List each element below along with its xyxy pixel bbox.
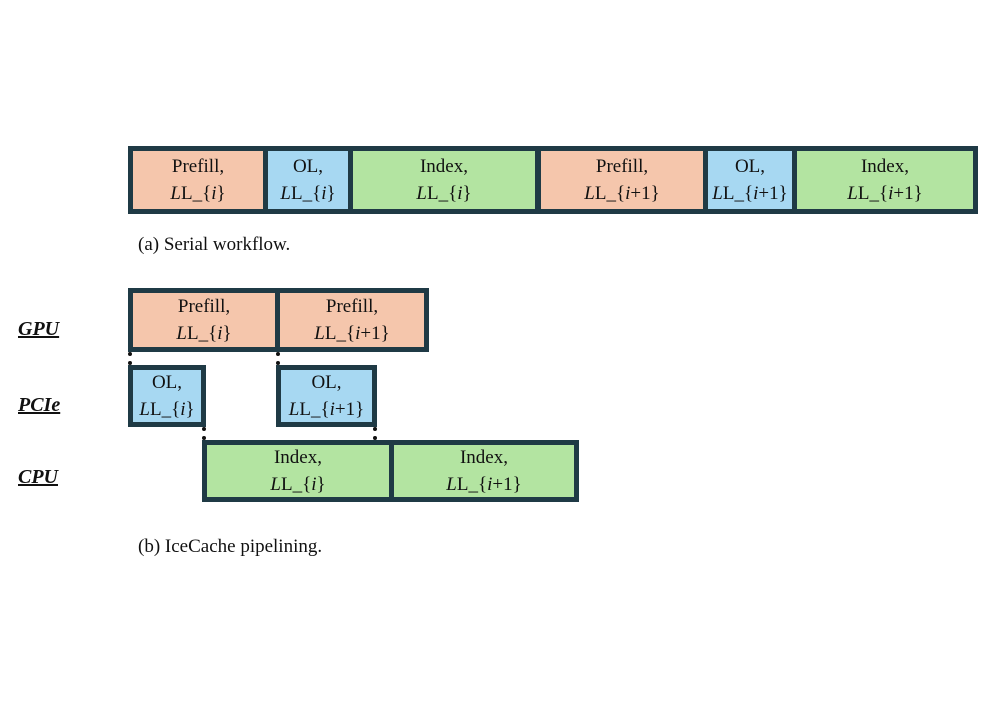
block-layer-label: LL_{i} xyxy=(176,323,232,344)
block-layer-label: LL_{i+1} xyxy=(288,399,365,420)
pcie-ol-block-i-plus-1: OL, LL_{i+1} xyxy=(276,365,377,427)
block-stage-label: Index, xyxy=(419,156,468,177)
pcie-ol-block-i: OL, LL_{i} xyxy=(128,365,206,427)
serial-prefill-block-i: Prefill, LL_{i} xyxy=(128,146,268,214)
block-layer-label: LL_{i} xyxy=(170,183,226,204)
dependency-connector-gpu-to-pcie-i-plus-1 xyxy=(276,352,280,365)
cpu-index-block-i-plus-1: Index, LL_{i+1} xyxy=(389,440,579,502)
pipelined-caption: (b) IceCache pipelining. xyxy=(138,536,323,557)
block-stage-label: Prefill, xyxy=(177,296,231,317)
block-stage-label: OL, xyxy=(734,156,766,177)
serial-ol-block-i: OL, LL_{i} xyxy=(263,146,353,214)
block-stage-label: OL, xyxy=(151,372,183,393)
dependency-connector-gpu-to-pcie-i xyxy=(128,352,132,365)
pcie-lane-label: PCIe xyxy=(18,394,61,416)
block-layer-label: LL_{i+1} xyxy=(446,474,522,495)
gpu-prefill-block-i: Prefill, LL_{i} xyxy=(128,288,280,352)
block-layer-label: LL_{i+1} xyxy=(847,183,923,204)
cpu-index-block-i: Index, LL_{i} xyxy=(202,440,394,502)
serial-caption: (a) Serial workflow. xyxy=(138,234,291,255)
serial-index-block-i: Index, LL_{i} xyxy=(348,146,540,214)
serial-ol-block-i-plus-1: OL, LL_{i+1} xyxy=(703,146,797,214)
block-stage-label: Prefill, xyxy=(325,296,379,317)
block-layer-label: LL_{i} xyxy=(139,399,195,420)
block-stage-label: OL, xyxy=(292,156,324,177)
block-stage-label: Index, xyxy=(860,156,909,177)
serial-index-block-i-plus-1: Index, LL_{i+1} xyxy=(792,146,978,214)
dependency-connector-pcie-to-cpu-i xyxy=(202,427,206,440)
dependency-connector-pcie-to-cpu-i-plus-1 xyxy=(373,427,377,440)
serial-prefill-block-i-plus-1: Prefill, LL_{i+1} xyxy=(536,146,708,214)
cpu-lane-label: CPU xyxy=(18,466,58,488)
block-layer-label: LL_{i} xyxy=(270,474,326,495)
block-stage-label: Prefill, xyxy=(595,156,649,177)
gpu-prefill-block-i-plus-1: Prefill, LL_{i+1} xyxy=(275,288,429,352)
block-stage-label: OL, xyxy=(311,372,342,393)
block-stage-label: Index, xyxy=(459,447,508,468)
block-layer-label: LL_{i+1} xyxy=(712,183,788,204)
gpu-lane-label: GPU xyxy=(18,318,60,340)
block-layer-label: LL_{i} xyxy=(280,183,336,204)
block-stage-label: Index, xyxy=(273,447,322,468)
block-stage-label: Prefill, xyxy=(171,156,225,177)
block-layer-label: LL_{i+1} xyxy=(314,323,390,344)
block-layer-label: LL_{i} xyxy=(416,183,472,204)
block-layer-label: LL_{i+1} xyxy=(584,183,660,204)
